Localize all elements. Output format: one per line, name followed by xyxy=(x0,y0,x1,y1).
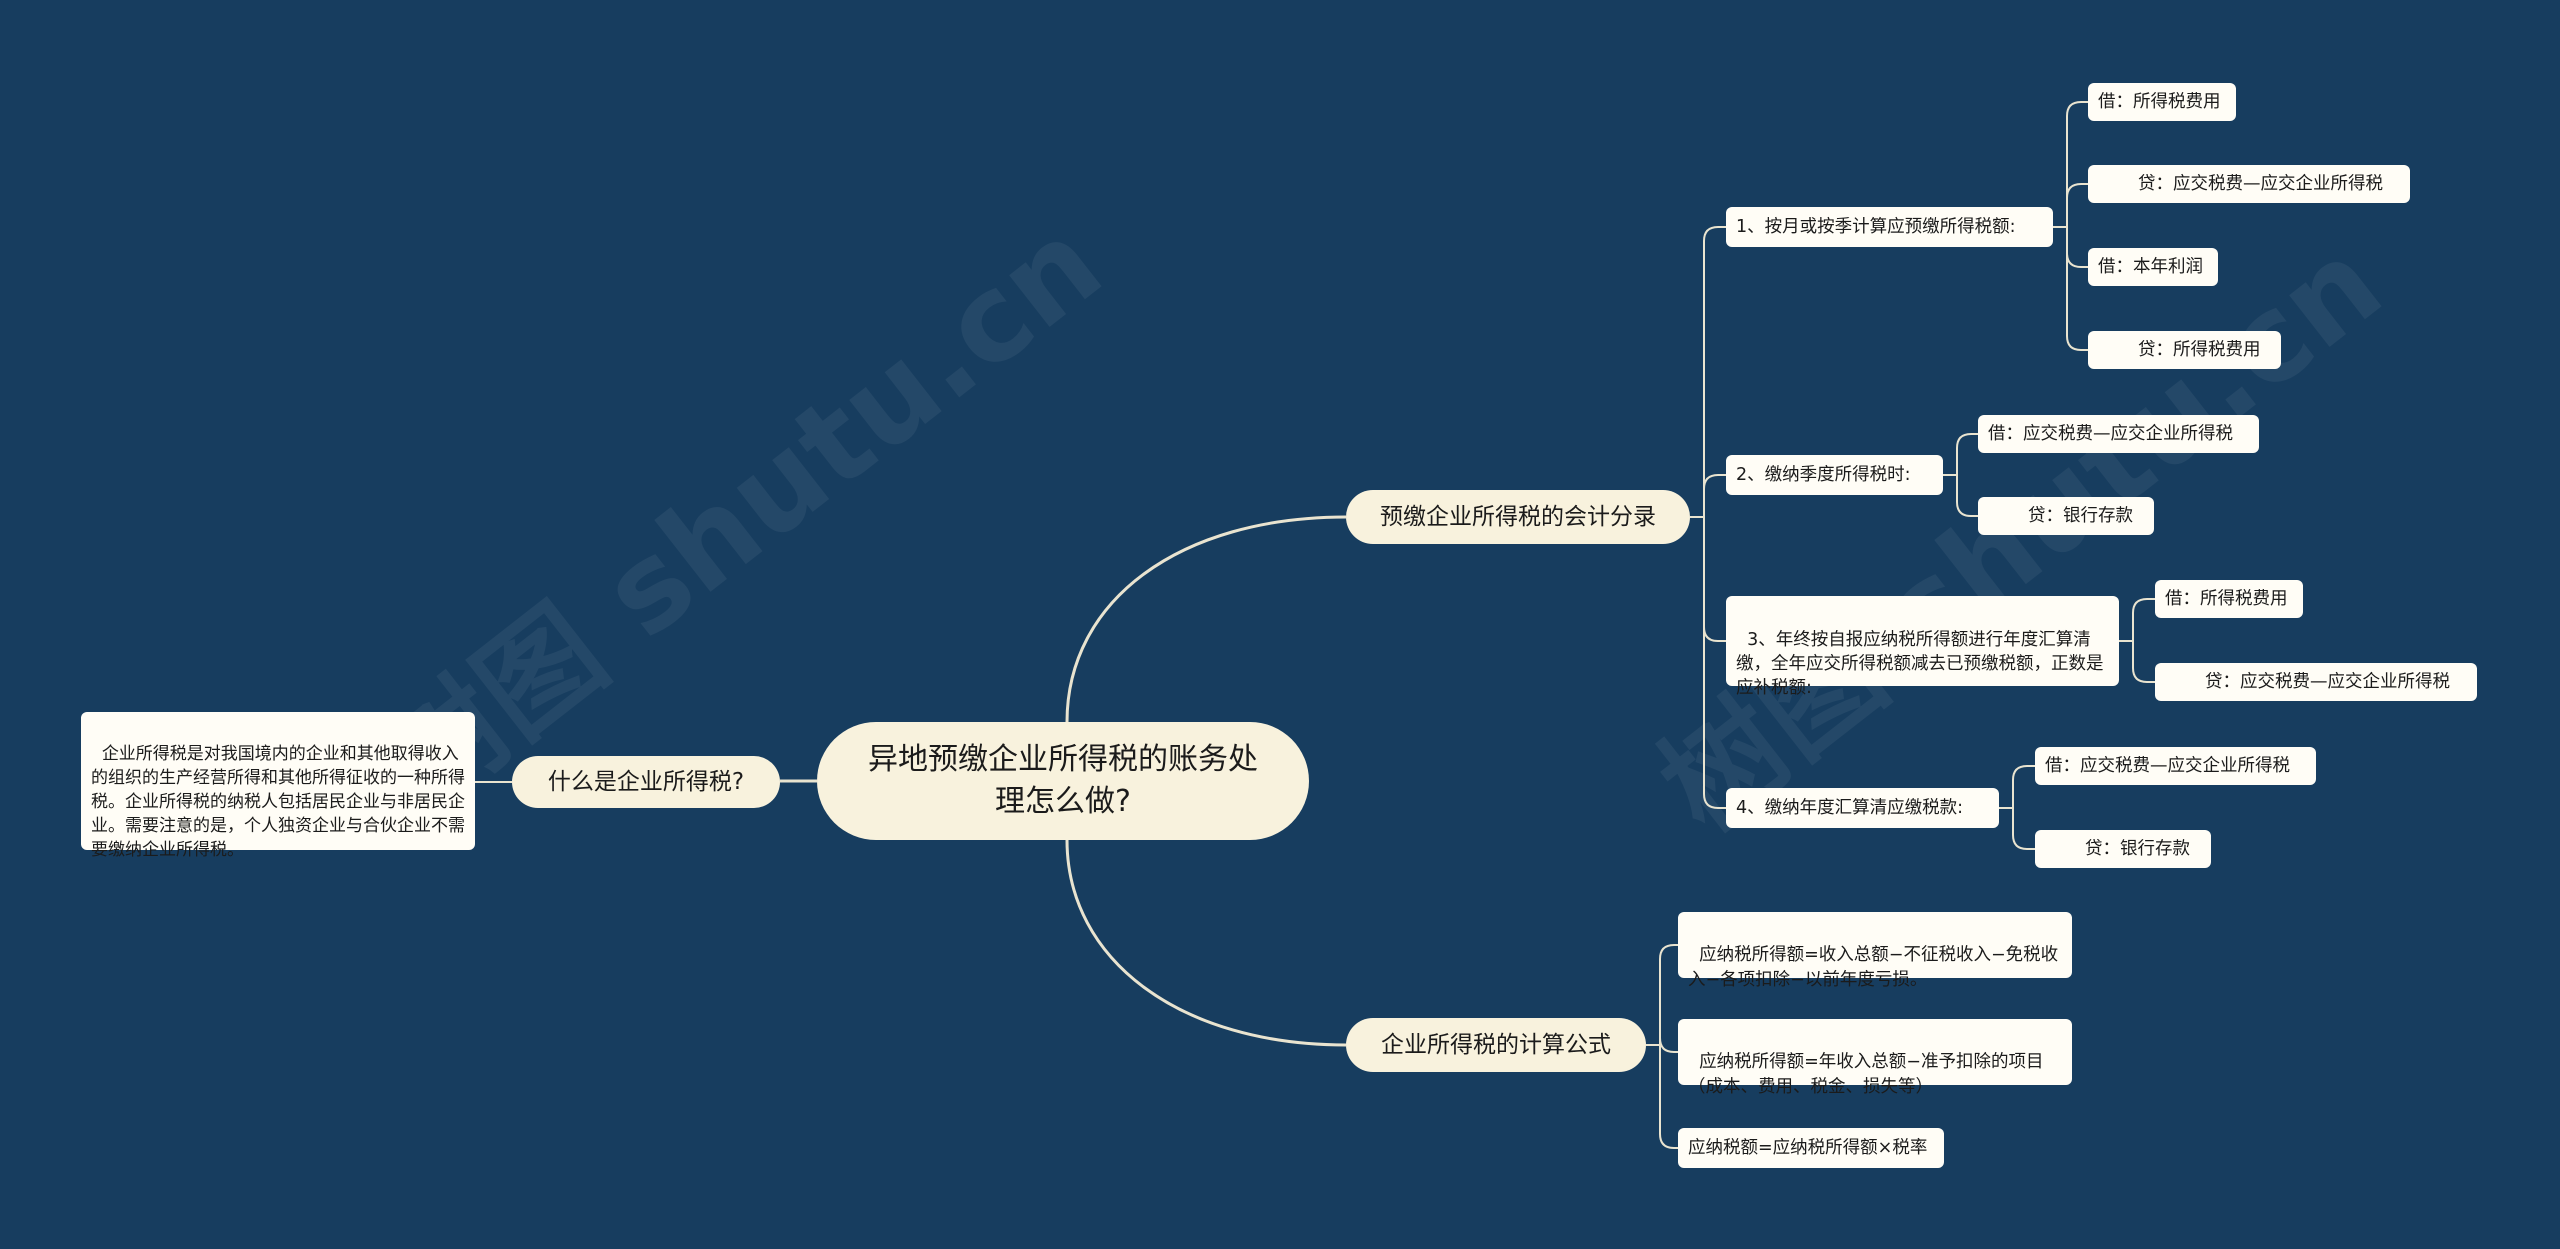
entry-2-credit-bank[interactable]: 贷：银行存款 xyxy=(1978,497,2154,535)
connector-line xyxy=(1999,765,2035,809)
entry-leaf-label: 借：所得税费用 xyxy=(2165,588,2288,609)
formula-3[interactable]: 应纳税额=应纳税所得额×税率 xyxy=(1678,1128,1944,1168)
connector-line xyxy=(1690,516,1726,642)
formula-2-text: 应纳税所得额=年收入总额−准予扣除的项目（成本、费用、税金、损失等） xyxy=(1688,1052,2044,1097)
connector-line xyxy=(2119,598,2155,642)
entry-step-3[interactable]: 3、年终按自报应纳税所得额进行年度汇算清缴，全年应交所得税额减去已预缴税额，正数… xyxy=(1726,596,2119,698)
entry-3-credit-tax-payable[interactable]: 贷：应交税费—应交企业所得税 xyxy=(2155,663,2477,701)
entry-1-debit-profit[interactable]: 借：本年利润 xyxy=(2088,248,2218,286)
connector-line xyxy=(1646,944,1678,1046)
entry-1-credit-tax-payable[interactable]: 贷：应交税费—应交企业所得税 xyxy=(2088,165,2410,203)
entry-leaf-label: 贷：银行存款 xyxy=(2028,505,2133,526)
connector-line xyxy=(2119,640,2155,683)
entry-leaf-label: 借：所得税费用 xyxy=(2098,91,2221,112)
entry-step-4[interactable]: 4、缴纳年度汇算清应缴税款: xyxy=(1726,788,1999,828)
connector-line xyxy=(1690,474,1726,518)
connector-line xyxy=(1943,474,1978,517)
connector-line xyxy=(2053,101,2088,228)
definition-note[interactable]: 企业所得税是对我国境内的企业和其他取得收入的组织的生产经营所得和其他所得征收的一… xyxy=(81,712,475,860)
connector-line xyxy=(1943,433,1978,476)
formula-3-text: 应纳税额=应纳税所得额×税率 xyxy=(1688,1137,1928,1158)
entry-1-debit-tax-expense[interactable]: 借：所得税费用 xyxy=(2088,83,2236,121)
entry-leaf-label: 贷：银行存款 xyxy=(2085,838,2190,859)
entry-leaf-label: 贷：所得税费用 xyxy=(2138,339,2261,360)
entry-leaf-label: 借：本年利润 xyxy=(2098,256,2203,277)
branch-entries-label: 预缴企业所得税的会计分录 xyxy=(1380,504,1656,530)
branch-formula-label: 企业所得税的计算公式 xyxy=(1381,1032,1611,1058)
connector-line xyxy=(2053,226,2088,351)
entry-2-debit-tax-payable[interactable]: 借：应交税费—应交企业所得税 xyxy=(1978,415,2259,453)
entry-1-credit-tax-expense[interactable]: 贷：所得税费用 xyxy=(2088,331,2281,369)
root-topic[interactable]: 异地预缴企业所得税的账务处理怎么做? xyxy=(817,722,1309,840)
entry-4-credit-bank[interactable]: 贷：银行存款 xyxy=(2035,830,2211,868)
branch-what-is[interactable]: 什么是企业所得税? xyxy=(512,756,780,808)
connector-line xyxy=(1065,839,1347,1047)
branch-what-is-label: 什么是企业所得税? xyxy=(547,769,745,795)
entry-leaf-label: 借：应交税费—应交企业所得税 xyxy=(1988,423,2233,444)
connector-line xyxy=(1690,226,1726,518)
entry-step-4-label: 4、缴纳年度汇算清应缴税款: xyxy=(1736,797,1964,818)
entry-step-1-label: 1、按月或按季计算应预缴所得税额: xyxy=(1736,216,2016,237)
entry-step-2[interactable]: 2、缴纳季度所得税时: xyxy=(1726,455,1943,495)
entry-step-1[interactable]: 1、按月或按季计算应预缴所得税额: xyxy=(1726,207,2053,247)
formula-2[interactable]: 应纳税所得额=年收入总额−准予扣除的项目（成本、费用、税金、损失等） xyxy=(1678,1019,2072,1097)
entry-4-debit-tax-payable[interactable]: 借：应交税费—应交企业所得税 xyxy=(2035,747,2316,785)
entry-leaf-label: 借：应交税费—应交企业所得税 xyxy=(2045,755,2290,776)
entry-step-2-label: 2、缴纳季度所得税时: xyxy=(1736,464,1911,485)
connector-line xyxy=(1999,807,2035,850)
connector-line xyxy=(1065,515,1347,723)
connector-line xyxy=(1690,516,1726,809)
formula-1-text: 应纳税所得额=收入总额−不征税收入−免税收入−各项扣除−以前年度亏损。 xyxy=(1688,945,2059,990)
entry-leaf-label: 贷：应交税费—应交企业所得税 xyxy=(2205,671,2450,692)
definition-note-text: 企业所得税是对我国境内的企业和其他取得收入的组织的生产经营所得和其他所得征收的一… xyxy=(91,744,465,860)
connector-line xyxy=(1646,1044,1678,1149)
connector-line xyxy=(2053,226,2088,268)
connector-line xyxy=(2053,183,2088,228)
connector-line xyxy=(1646,1037,1678,1053)
root-topic-label: 异地预缴企业所得税的账务处理怎么做? xyxy=(868,742,1258,819)
entry-step-3-label: 3、年终按自报应纳税所得额进行年度汇算清缴，全年应交所得税额减去已预缴税额，正数… xyxy=(1736,630,2104,698)
formula-1[interactable]: 应纳税所得额=收入总额−不征税收入−免税收入−各项扣除−以前年度亏损。 xyxy=(1678,912,2072,990)
entry-3-debit-tax-expense[interactable]: 借：所得税费用 xyxy=(2155,580,2303,618)
branch-entries[interactable]: 预缴企业所得税的会计分录 xyxy=(1346,490,1690,544)
branch-formula[interactable]: 企业所得税的计算公式 xyxy=(1346,1018,1646,1072)
entry-leaf-label: 贷：应交税费—应交企业所得税 xyxy=(2138,173,2383,194)
